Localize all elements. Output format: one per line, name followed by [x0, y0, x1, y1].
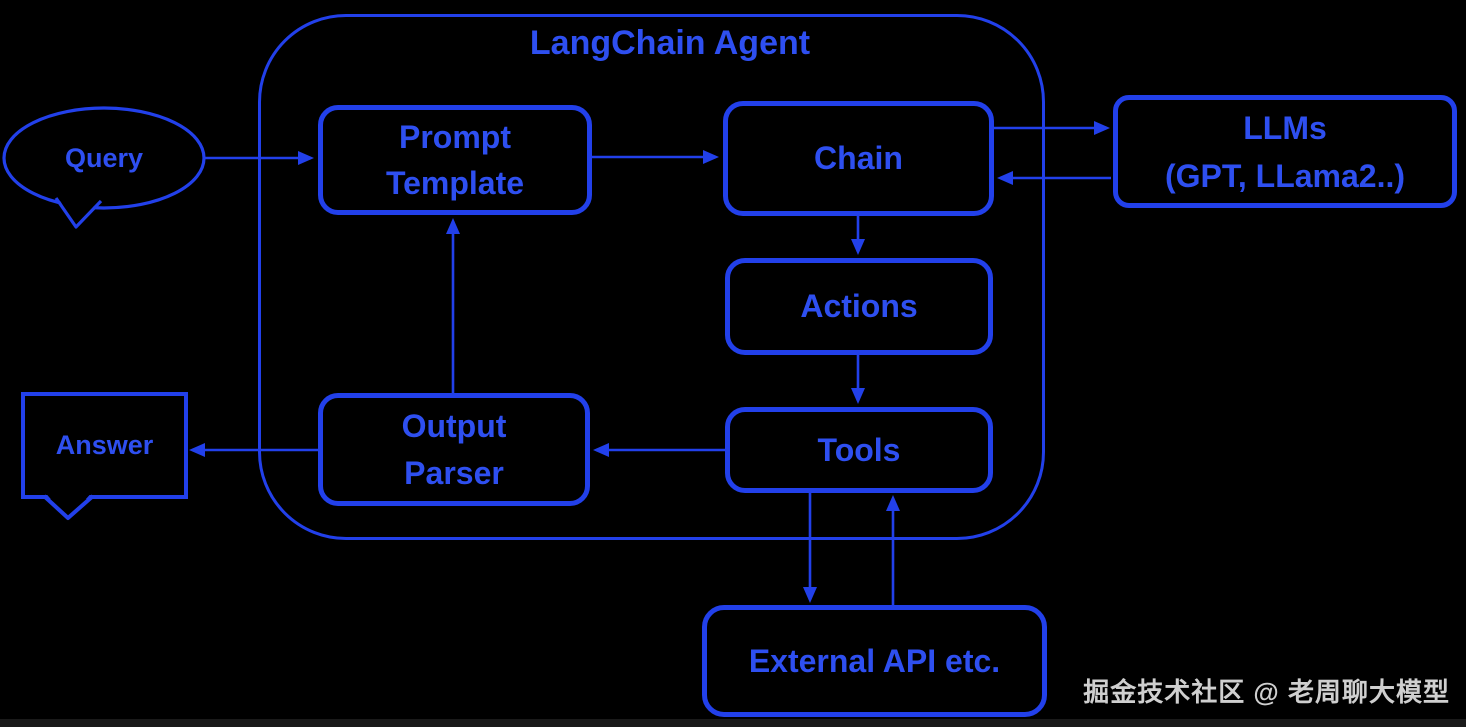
- node-answer: Answer: [23, 394, 186, 497]
- node-actions-label: Actions: [800, 288, 918, 325]
- node-llms-label: LLMs (GPT, LLama2..): [1164, 109, 1406, 194]
- node-answer-label: Answer: [55, 430, 154, 460]
- node-output-parser: Output Parser: [318, 393, 590, 506]
- diagram-title: LangChain Agent: [529, 24, 811, 62]
- node-query: Query: [4, 110, 204, 206]
- node-tools: Tools: [725, 407, 993, 493]
- node-prompt-template-label: Prompt Template: [385, 118, 525, 201]
- node-external-api-label: External API etc.: [748, 642, 1001, 679]
- bottom-edge-band: [0, 719, 1466, 727]
- node-chain-label: Chain: [814, 140, 903, 177]
- node-chain: Chain: [723, 101, 994, 216]
- node-tools-label: Tools: [817, 431, 901, 468]
- node-llms: LLMs (GPT, LLama2..): [1113, 95, 1457, 208]
- node-prompt-template: Prompt Template: [318, 105, 592, 215]
- node-query-label: Query: [64, 142, 144, 173]
- node-external-api: External API etc.: [702, 605, 1047, 717]
- langchain-agent-container: [258, 14, 1045, 540]
- watermark-text: 掘金技术社区 @ 老周聊大模型: [1083, 677, 1450, 707]
- node-actions: Actions: [725, 258, 993, 355]
- node-output-parser-label: Output Parser: [401, 408, 507, 491]
